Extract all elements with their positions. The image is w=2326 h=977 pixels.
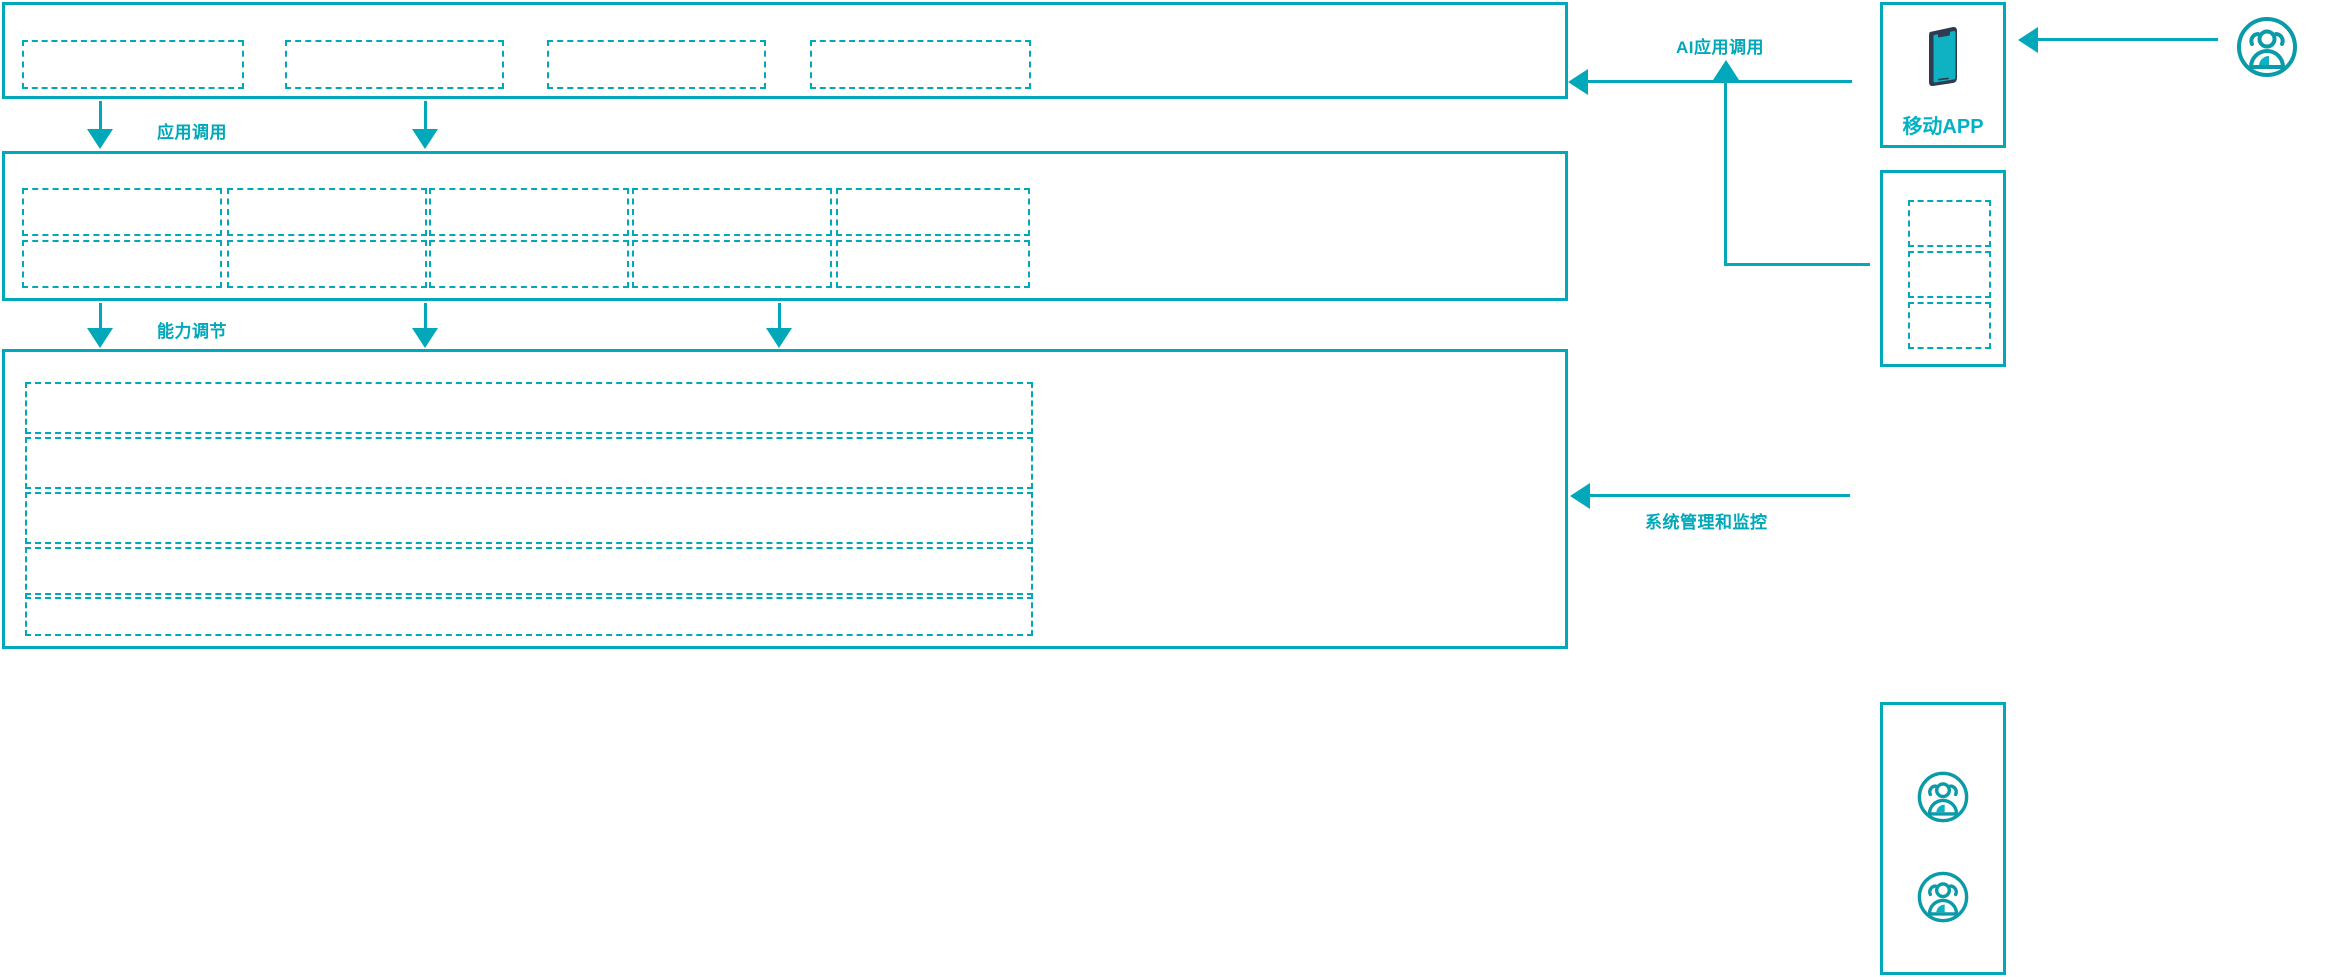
capability-slot-3-bottom[interactable] xyxy=(429,240,629,288)
application-call-connector-line-right xyxy=(424,101,427,137)
capability-slot-4-bottom[interactable] xyxy=(632,240,832,288)
ai-application-call-label: AI应用调用 xyxy=(1676,38,1764,57)
application-slot-3[interactable] xyxy=(547,40,766,89)
infrastructure-layer-panel xyxy=(2,349,1568,649)
capability-slot-2-bottom[interactable] xyxy=(227,240,427,288)
infrastructure-row-1[interactable] xyxy=(25,382,1033,434)
system-management-monitoring-arrow xyxy=(1570,483,1590,509)
system-management-monitoring-line xyxy=(1590,494,1850,497)
application-slot-2[interactable] xyxy=(285,40,504,89)
application-call-connector-line-left xyxy=(99,101,102,137)
capability-slot-3-top[interactable] xyxy=(429,188,629,236)
capability-layer-panel xyxy=(2,151,1568,301)
infrastructure-row-4[interactable] xyxy=(25,547,1033,599)
module-card-slot-3[interactable] xyxy=(1908,302,1991,349)
capability-slot-1-bottom[interactable] xyxy=(22,240,222,288)
smartphone-icon xyxy=(1880,24,2006,86)
capability-adjust-connector-line-1 xyxy=(99,303,102,337)
external-actor-arrow xyxy=(2018,27,2038,53)
capability-slot-2-top[interactable] xyxy=(227,188,427,236)
capability-adjust-label: 能力调节 xyxy=(157,322,227,341)
ai-application-call-riser-foot xyxy=(1724,263,1870,266)
infrastructure-row-3[interactable] xyxy=(25,492,1033,544)
capability-slot-5-top[interactable] xyxy=(836,188,1030,236)
application-call-arrow-left xyxy=(87,129,113,149)
capability-adjust-connector-line-3 xyxy=(778,303,781,337)
mobile-app-card-label: 移动APP xyxy=(1902,116,1984,138)
application-slot-4[interactable] xyxy=(810,40,1031,89)
capability-slot-1-top[interactable] xyxy=(22,188,222,236)
capability-adjust-arrow-3 xyxy=(766,328,792,348)
users-icon-primary xyxy=(1880,770,2006,824)
application-call-arrow-right xyxy=(412,129,438,149)
application-slot-1[interactable] xyxy=(22,40,244,89)
capability-adjust-arrow-2 xyxy=(412,328,438,348)
capability-adjust-connector-line-2 xyxy=(424,303,427,337)
ai-application-call-arrow xyxy=(1568,69,1588,95)
infrastructure-row-2[interactable] xyxy=(25,437,1033,489)
application-layer-panel xyxy=(2,2,1568,99)
infrastructure-row-5[interactable] xyxy=(25,593,1033,636)
system-management-monitoring-label: 系统管理和监控 xyxy=(1645,513,1768,532)
module-card[interactable] xyxy=(1880,170,2006,367)
users-card[interactable] xyxy=(1880,702,2006,975)
application-call-label: 应用调用 xyxy=(157,123,227,142)
capability-adjust-arrow-1 xyxy=(87,328,113,348)
module-card-slot-1[interactable] xyxy=(1908,200,1991,247)
external-actor-users-icon xyxy=(2232,12,2302,82)
capability-slot-5-bottom[interactable] xyxy=(836,240,1030,288)
ai-application-call-riser-line xyxy=(1724,80,1727,266)
module-card-slot-2[interactable] xyxy=(1908,251,1991,298)
users-icon-secondary xyxy=(1880,870,2006,924)
external-actor-connector-line xyxy=(2038,38,2218,41)
ai-application-call-horizontal-line xyxy=(1588,80,1852,83)
ai-application-call-riser-arrow xyxy=(1713,60,1739,80)
capability-slot-4-top[interactable] xyxy=(632,188,832,236)
